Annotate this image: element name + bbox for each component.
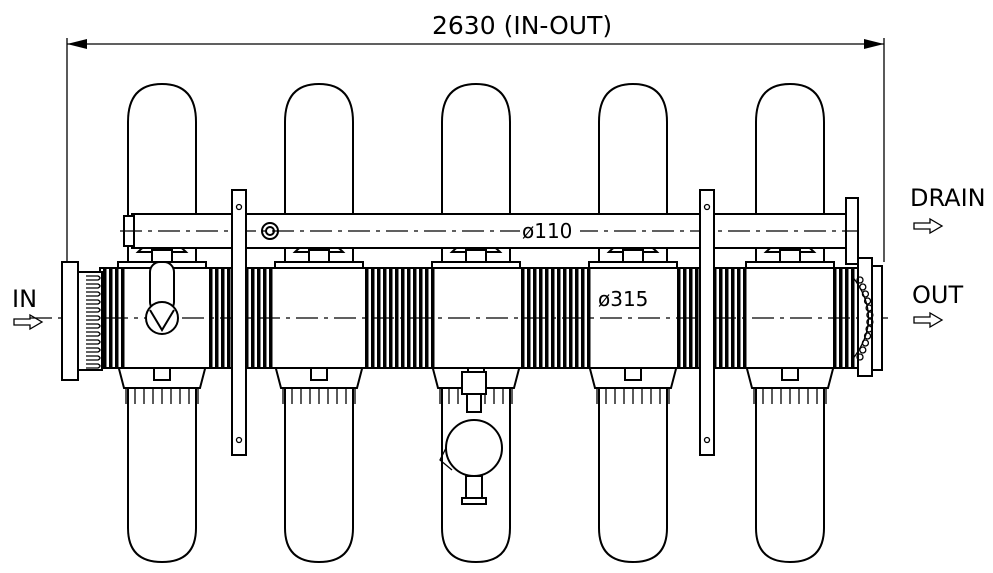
outlet-arrow-icon	[913, 311, 944, 329]
inlet-valve-handle	[145, 261, 179, 335]
drain-indicator: DRAIN	[910, 184, 986, 235]
coupling-rib	[395, 268, 399, 368]
coupling-rib	[545, 268, 549, 368]
coupling-rib	[737, 268, 741, 368]
outlet-flange	[851, 257, 883, 377]
drain-manifold: ø110	[120, 197, 859, 265]
filter-housing-bottom	[755, 377, 825, 564]
coupling-rib	[407, 268, 411, 368]
filter-unit	[116, 82, 208, 564]
inlet-indicator: IN	[12, 285, 44, 331]
inlet-arrow-icon	[13, 313, 44, 331]
coupling-rib	[215, 268, 219, 368]
coupling-rib	[251, 268, 255, 368]
coupling-rib	[103, 268, 107, 368]
coupling-rib	[851, 268, 855, 368]
overall-length-label: 2630 (IN-OUT)	[432, 11, 612, 40]
coupling-rib	[587, 268, 591, 368]
coupling-rib	[365, 268, 369, 368]
drain-label: DRAIN	[910, 184, 986, 212]
filter-housing-bottom	[598, 377, 668, 564]
filter-housing-bottom	[284, 377, 354, 564]
manifold-diameter-label: ø110	[522, 219, 572, 243]
main-pipe-diameter-label: ø315	[598, 287, 648, 311]
coupling-rib	[431, 268, 435, 368]
filter-units	[116, 82, 836, 564]
support-posts	[231, 189, 715, 456]
inlet-flange	[61, 261, 103, 381]
drain-arrow-icon	[913, 217, 944, 235]
overall-dimension: 2630 (IN-OUT)	[66, 11, 885, 262]
filter-housing-bottom	[127, 377, 197, 564]
drain-valve	[439, 371, 503, 505]
outlet-label: OUT	[912, 281, 963, 309]
outlet-indicator: OUT	[912, 281, 963, 329]
inlet-label: IN	[12, 285, 37, 313]
coupling-rib	[521, 268, 525, 368]
coupling-rib	[557, 268, 561, 368]
